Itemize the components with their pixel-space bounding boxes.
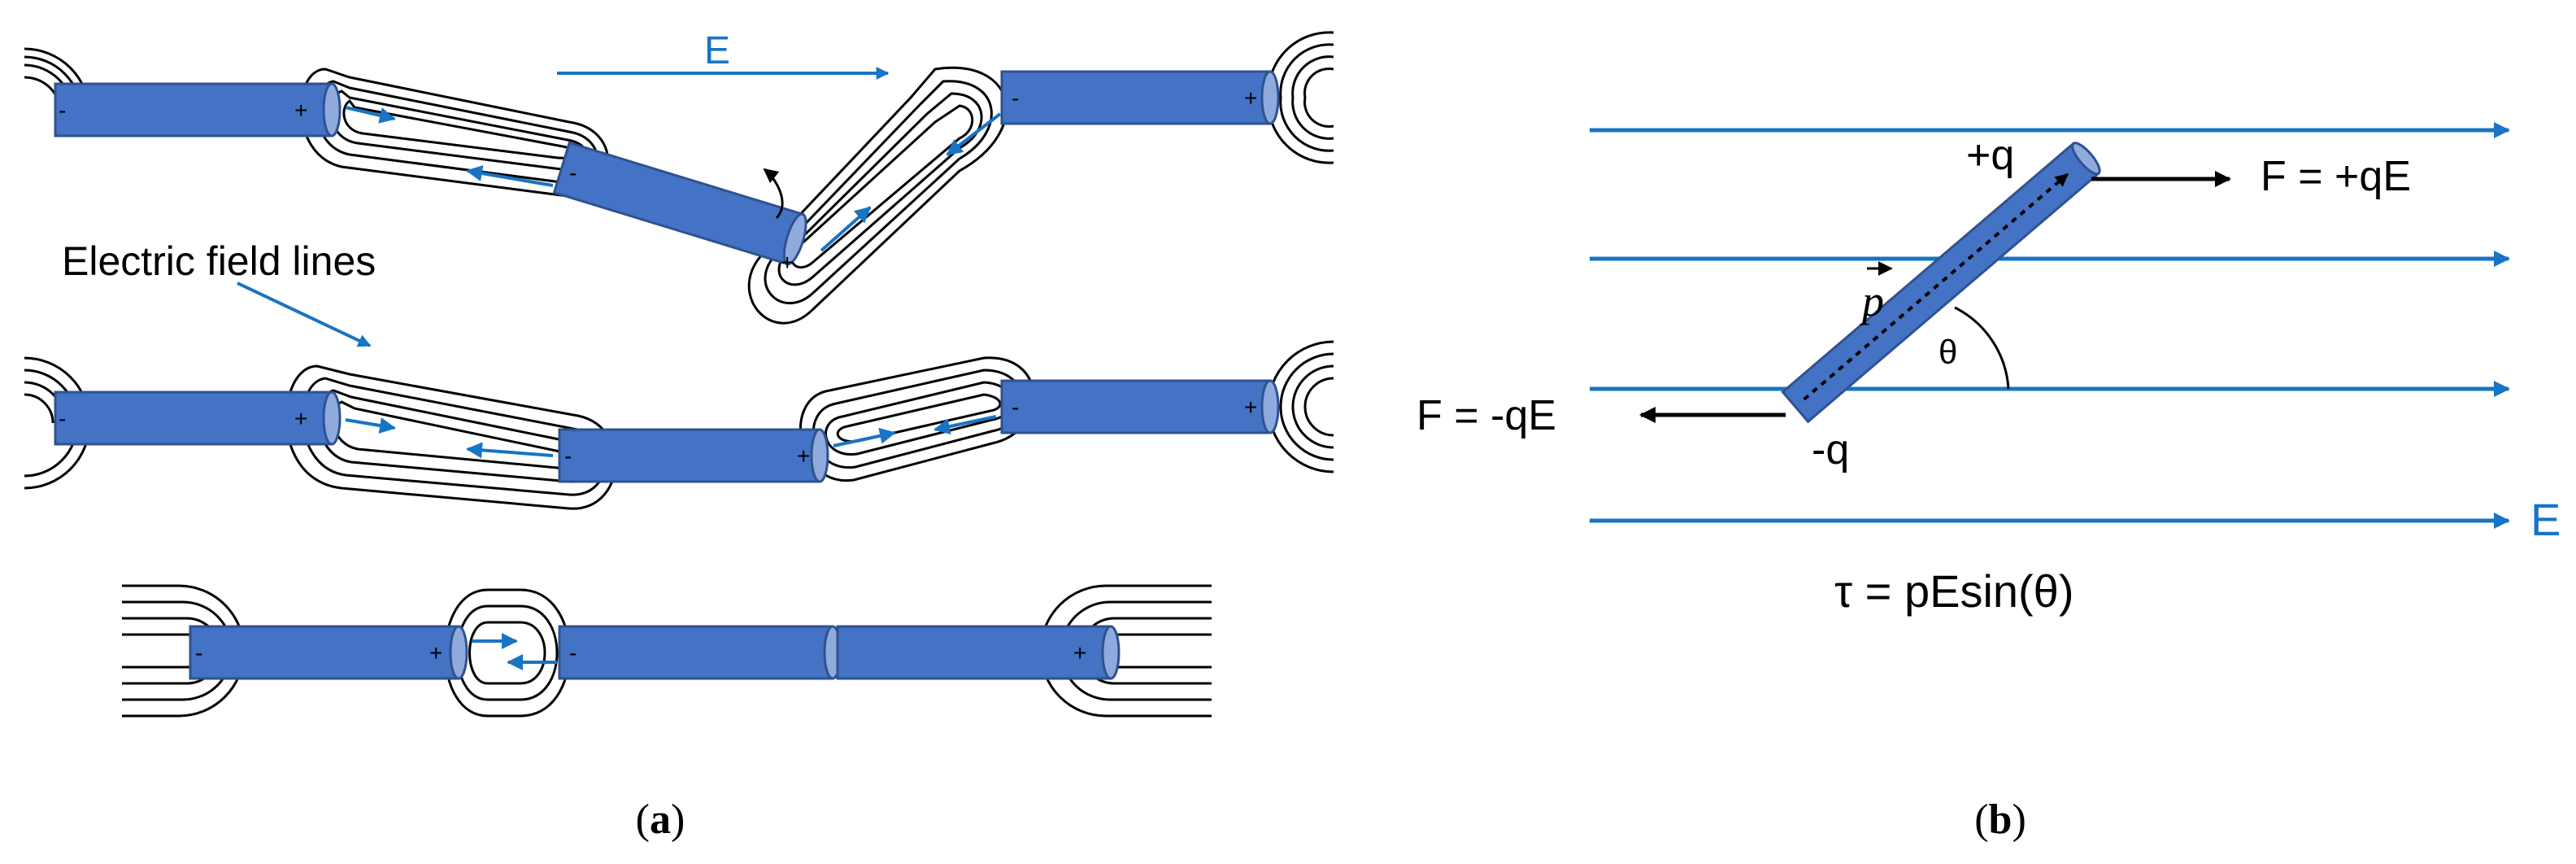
sign-plus: + [294, 98, 307, 123]
field-lines-b [1590, 122, 2510, 529]
sign-minus: - [569, 640, 577, 665]
sign-plus: + [781, 250, 794, 275]
caption-b: (b) [1974, 796, 2026, 843]
minus-charge-label: -q [1812, 426, 1849, 473]
rod-row1-2 [552, 141, 807, 266]
rotation-arrow [763, 168, 784, 220]
caption-a: (a) [636, 796, 685, 843]
dipole-symbol: p [1859, 277, 1884, 325]
rod-row1-1 [54, 82, 342, 137]
field-arrows-a [345, 106, 1002, 670]
sign-plus: + [429, 640, 442, 665]
dipole-label: p [1859, 261, 1893, 325]
dipole-moment-arrow [1803, 172, 2069, 401]
charge-signs-a: - + - + - + - + - + - + - + - + [59, 85, 1257, 665]
rod-row3-3 [836, 625, 1120, 680]
rods-a [54, 70, 1280, 680]
sign-minus: - [569, 160, 577, 185]
angle-label: θ [1939, 333, 1957, 371]
field-label-b: E [2530, 494, 2561, 545]
sign-minus: - [1012, 395, 1019, 420]
dipole-rod [1781, 142, 2101, 424]
plus-charge-label: +q [1966, 132, 2014, 179]
sign-minus: - [59, 98, 66, 123]
sign-minus: - [59, 406, 66, 431]
field-lines-pointer [237, 281, 372, 347]
rod-row1-3 [1000, 70, 1280, 125]
rod-row3-1 [189, 625, 468, 680]
field-lines-row1-loop2 [747, 66, 1007, 325]
rod-row2-2 [558, 428, 829, 483]
field-label-a: E [704, 29, 730, 72]
torque-equation: τ = pEsin(θ) [1834, 565, 2073, 617]
sign-minus: - [1012, 85, 1019, 111]
panel-a: - + - + - + - + - + - + - + - + [24, 29, 1334, 843]
rod-row2-1 [54, 391, 342, 446]
sign-plus: + [1244, 85, 1257, 111]
sign-plus: + [1073, 640, 1086, 665]
field-arrow-e-a: E [557, 29, 890, 80]
sign-plus: + [294, 406, 307, 431]
rod-row3-2 [558, 625, 842, 680]
force-plus-label: F = +qE [2261, 153, 2411, 200]
sign-minus: - [195, 640, 202, 665]
field-lines-row2-loop2 [799, 356, 1035, 482]
sign-plus: + [797, 443, 810, 469]
sign-minus: - [564, 443, 572, 469]
panel-b: E θ p +q -q F = +qE F = -qE τ = pEsin(θ)… [1416, 122, 2561, 843]
electric-field-lines-label: Electric field lines [62, 238, 376, 284]
force-minus-label: F = -qE [1416, 392, 1556, 439]
rod-row2-3 [1000, 379, 1280, 434]
sign-plus: + [1244, 395, 1257, 420]
angle-arc [1954, 306, 2010, 390]
